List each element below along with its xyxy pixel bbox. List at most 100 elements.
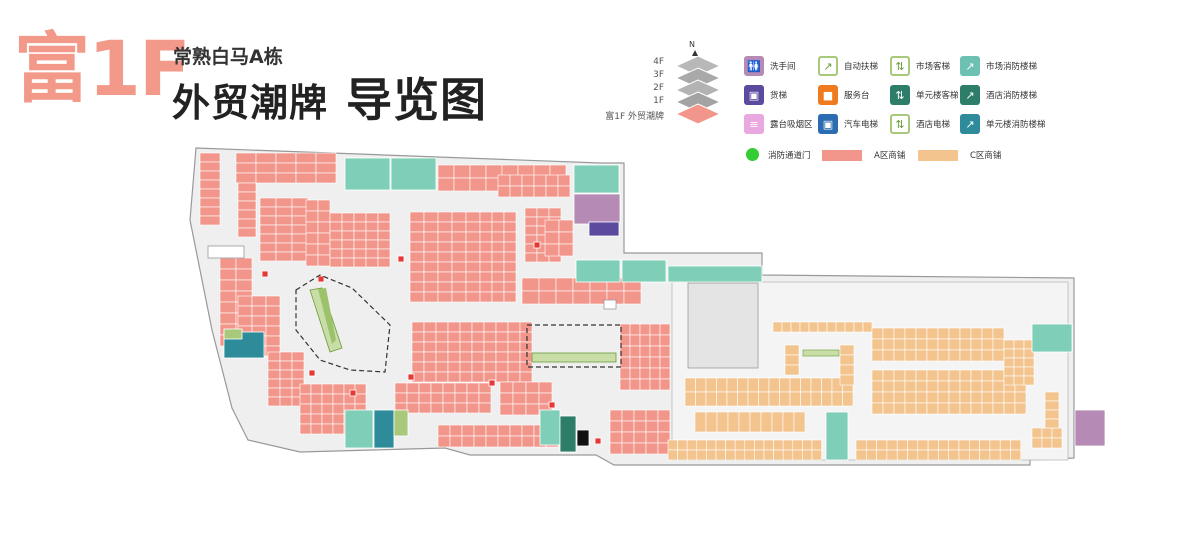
shop-unit-c[interactable] (844, 321, 855, 333)
shop-unit-c[interactable] (793, 411, 806, 433)
shop-unit-a[interactable] (465, 241, 481, 253)
shop-unit-a[interactable] (509, 185, 523, 198)
shop-unit-c[interactable] (792, 449, 803, 461)
shop-unit-a[interactable] (659, 345, 671, 358)
shop-unit-a[interactable] (451, 261, 467, 273)
shop-unit-c[interactable] (970, 380, 983, 393)
shop-unit-c[interactable] (948, 349, 961, 362)
shop-unit-a[interactable] (275, 251, 293, 262)
shop-unit-a[interactable] (409, 221, 425, 233)
shop-unit-a[interactable] (649, 345, 661, 358)
shop-unit-a[interactable] (275, 162, 297, 174)
shop-unit-c[interactable] (992, 380, 1005, 393)
shop-unit-a[interactable] (409, 291, 425, 303)
shop-unit-a[interactable] (305, 221, 319, 234)
shop-unit-a[interactable] (332, 403, 345, 415)
shop-unit-a[interactable] (237, 200, 257, 211)
shop-unit-c[interactable] (999, 449, 1011, 461)
shop-unit-a[interactable] (235, 279, 253, 292)
shop-unit-a[interactable] (459, 371, 473, 383)
shop-unit-a[interactable] (279, 378, 293, 389)
shop-unit-a[interactable] (495, 361, 509, 373)
shop-unit-a[interactable] (519, 331, 533, 343)
shop-unit-c[interactable] (695, 377, 707, 393)
shop-unit-a[interactable] (317, 221, 331, 234)
shop-unit-a[interactable] (485, 435, 499, 448)
shop-unit-c[interactable] (705, 411, 718, 433)
shop-unit-a[interactable] (639, 367, 651, 380)
shop-unit-a[interactable] (512, 392, 527, 405)
shop-unit-a[interactable] (423, 331, 437, 343)
shop-unit-a[interactable] (237, 182, 257, 193)
shop-unit-a[interactable] (341, 248, 355, 259)
shop-unit-c[interactable] (915, 327, 928, 340)
shop-unit-a[interactable] (267, 360, 281, 371)
shop-unit-c[interactable] (876, 439, 888, 451)
shop-unit-c[interactable] (948, 391, 961, 404)
shop-unit-a[interactable] (279, 351, 293, 362)
shop-unit-c[interactable] (695, 391, 707, 407)
shop-unit-a[interactable] (478, 392, 492, 404)
shop-unit-c[interactable] (937, 402, 950, 415)
shop-unit-a[interactable] (451, 221, 467, 233)
shop-unit-a[interactable] (437, 211, 453, 223)
shop-unit-c[interactable] (959, 391, 972, 404)
shop-unit-c[interactable] (772, 321, 783, 333)
shop-unit-c[interactable] (800, 377, 812, 393)
shop-unit-a[interactable] (495, 371, 509, 383)
shop-unit-c[interactable] (937, 369, 950, 382)
shop-unit-a[interactable] (466, 392, 480, 404)
shop-unit-a[interactable] (437, 435, 451, 448)
shop-unit-a[interactable] (465, 281, 481, 293)
shop-unit-c[interactable] (948, 327, 961, 340)
shop-unit-c[interactable] (726, 377, 738, 393)
shop-unit-a[interactable] (629, 356, 641, 369)
shop-unit-a[interactable] (353, 239, 367, 250)
shop-unit-c[interactable] (853, 321, 864, 333)
shop-unit-c[interactable] (882, 349, 895, 362)
shop-unit-a[interactable] (479, 241, 493, 253)
shop-unit-c[interactable] (1044, 409, 1060, 420)
shop-unit-c[interactable] (760, 411, 773, 433)
shop-unit-a[interactable] (536, 207, 550, 218)
shop-unit-a[interactable] (491, 261, 505, 273)
shop-unit-c[interactable] (865, 439, 877, 451)
shop-unit-c[interactable] (948, 449, 960, 461)
shop-unit-a[interactable] (423, 271, 439, 283)
shop-unit-c[interactable] (1031, 427, 1043, 439)
shop-unit-a[interactable] (507, 361, 521, 373)
shop-unit-c[interactable] (959, 327, 972, 340)
shop-unit-c[interactable] (810, 391, 822, 407)
shop-unit-a[interactable] (275, 242, 293, 253)
shop-unit-a[interactable] (430, 382, 444, 394)
shop-unit-a[interactable] (491, 241, 505, 253)
shop-unit-c[interactable] (970, 402, 983, 415)
shop-unit-a[interactable] (299, 383, 312, 395)
shop-unit-a[interactable] (275, 197, 293, 208)
shop-unit-a[interactable] (437, 241, 453, 253)
shop-unit-a[interactable] (310, 413, 323, 425)
shop-unit-c[interactable] (782, 411, 795, 433)
shop-unit-c[interactable] (754, 439, 765, 451)
shop-unit-a[interactable] (409, 231, 425, 243)
shop-unit-a[interactable] (299, 393, 312, 405)
shop-unit-a[interactable] (406, 392, 420, 404)
shop-unit-c[interactable] (958, 439, 970, 451)
shop-unit-c[interactable] (926, 380, 939, 393)
shop-unit-a[interactable] (609, 442, 623, 455)
shop-unit-a[interactable] (259, 206, 277, 217)
shop-unit-a[interactable] (497, 424, 511, 437)
shop-unit-a[interactable] (519, 351, 533, 363)
shop-unit-a[interactable] (621, 420, 635, 433)
shop-unit-a[interactable] (645, 431, 659, 444)
shop-unit-a[interactable] (519, 341, 533, 353)
shop-unit-c[interactable] (992, 402, 1005, 415)
shop-unit-a[interactable] (291, 224, 309, 235)
shop-unit-c[interactable] (779, 377, 791, 393)
shop-unit-c[interactable] (734, 439, 746, 451)
shop-unit-a[interactable] (619, 367, 631, 380)
shop-unit-a[interactable] (237, 315, 253, 327)
shop-unit-c[interactable] (784, 354, 800, 366)
shop-unit-a[interactable] (639, 378, 651, 391)
shop-unit-a[interactable] (435, 341, 449, 353)
